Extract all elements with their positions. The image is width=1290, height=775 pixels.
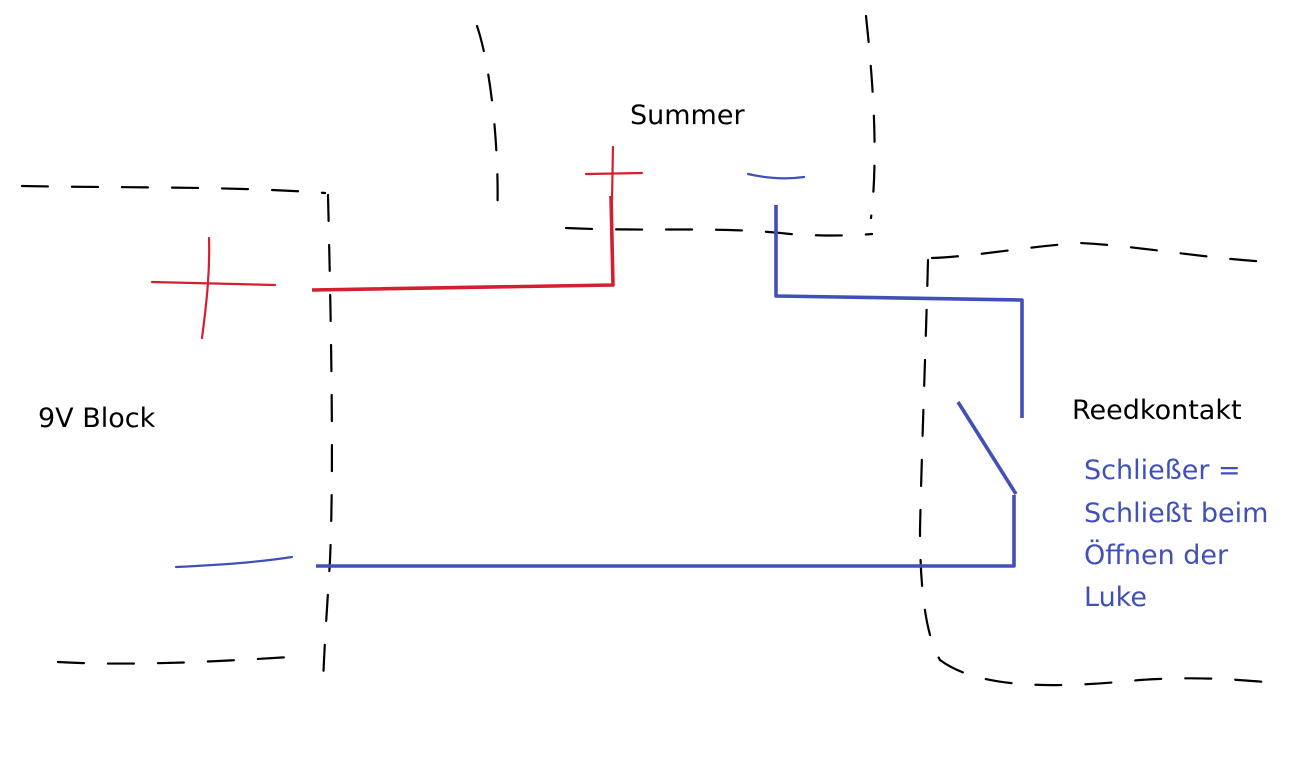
note-line-2: Schließt beim [1084, 498, 1268, 529]
battery-label: 9V Block [38, 403, 156, 434]
note-line-3: Öffnen der [1084, 539, 1229, 571]
note-line-4: Luke [1084, 582, 1147, 613]
battery-plus-symbol [150, 236, 277, 340]
negative-wire-upper [774, 205, 1024, 418]
reed-label: Reedkontakt [1072, 395, 1242, 426]
buzzer-label: Summer [630, 100, 745, 131]
buzzer-plus-symbol [584, 145, 644, 202]
reed-note: Schließer = Schließt beim Öffnen der Luk… [1084, 455, 1268, 613]
buzzer-minus-symbol [746, 172, 806, 180]
reed-switch-lever [956, 401, 1018, 495]
note-line-1: Schließer = [1084, 455, 1241, 486]
battery-outline [20, 184, 334, 687]
positive-wire [311, 195, 615, 292]
negative-wire-lower [316, 495, 1016, 568]
buzzer-outline [475, 14, 876, 237]
battery-minus-symbol [174, 555, 294, 569]
reed-outline [918, 241, 1272, 687]
